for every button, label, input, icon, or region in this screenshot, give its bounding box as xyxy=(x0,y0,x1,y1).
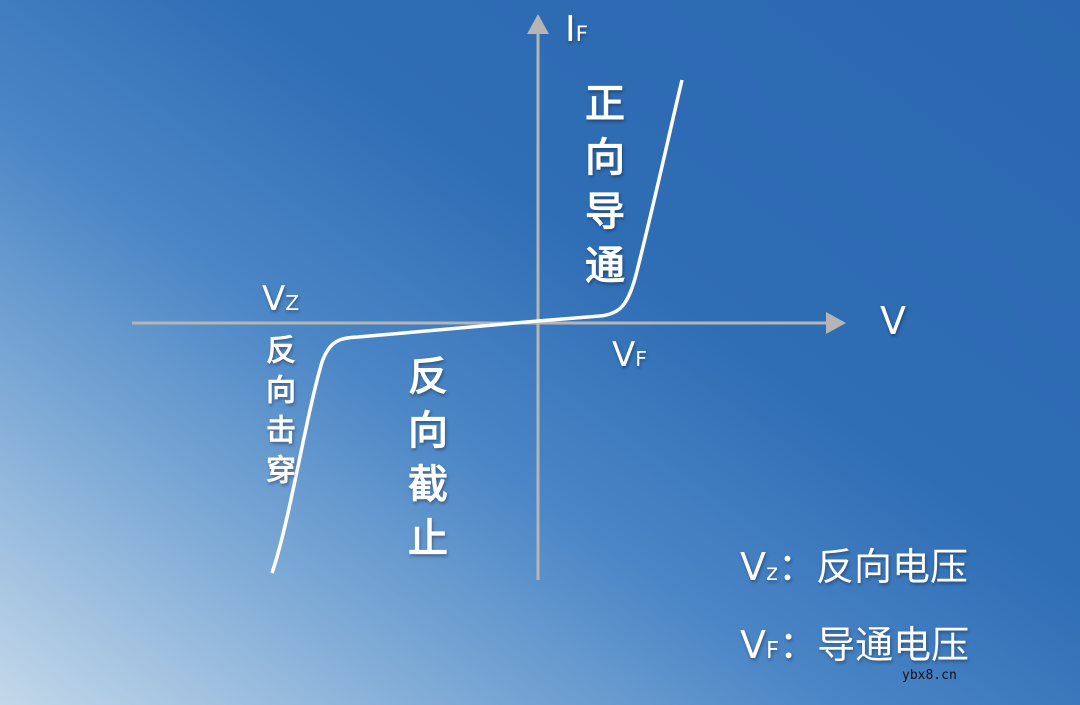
x-axis-arrow xyxy=(826,312,846,334)
iv-curve xyxy=(270,79,684,574)
x-axis-label: V xyxy=(880,299,906,343)
forward-conduction-label: 正向导通 xyxy=(578,82,624,298)
vf-label: VF xyxy=(612,335,647,375)
y-axis-arrow xyxy=(527,14,549,34)
vz-label: VZ xyxy=(262,279,300,319)
watermark: ybx8.cn xyxy=(902,668,957,683)
breakdown-label: 反向击穿 xyxy=(260,334,295,494)
legend-vf: VF：导通电压 xyxy=(740,623,970,667)
reverse-cutoff-label: 反向截止 xyxy=(401,355,447,571)
y-axis-label: IF xyxy=(565,9,589,50)
legend-vz: Vz：反向电压 xyxy=(740,545,968,589)
